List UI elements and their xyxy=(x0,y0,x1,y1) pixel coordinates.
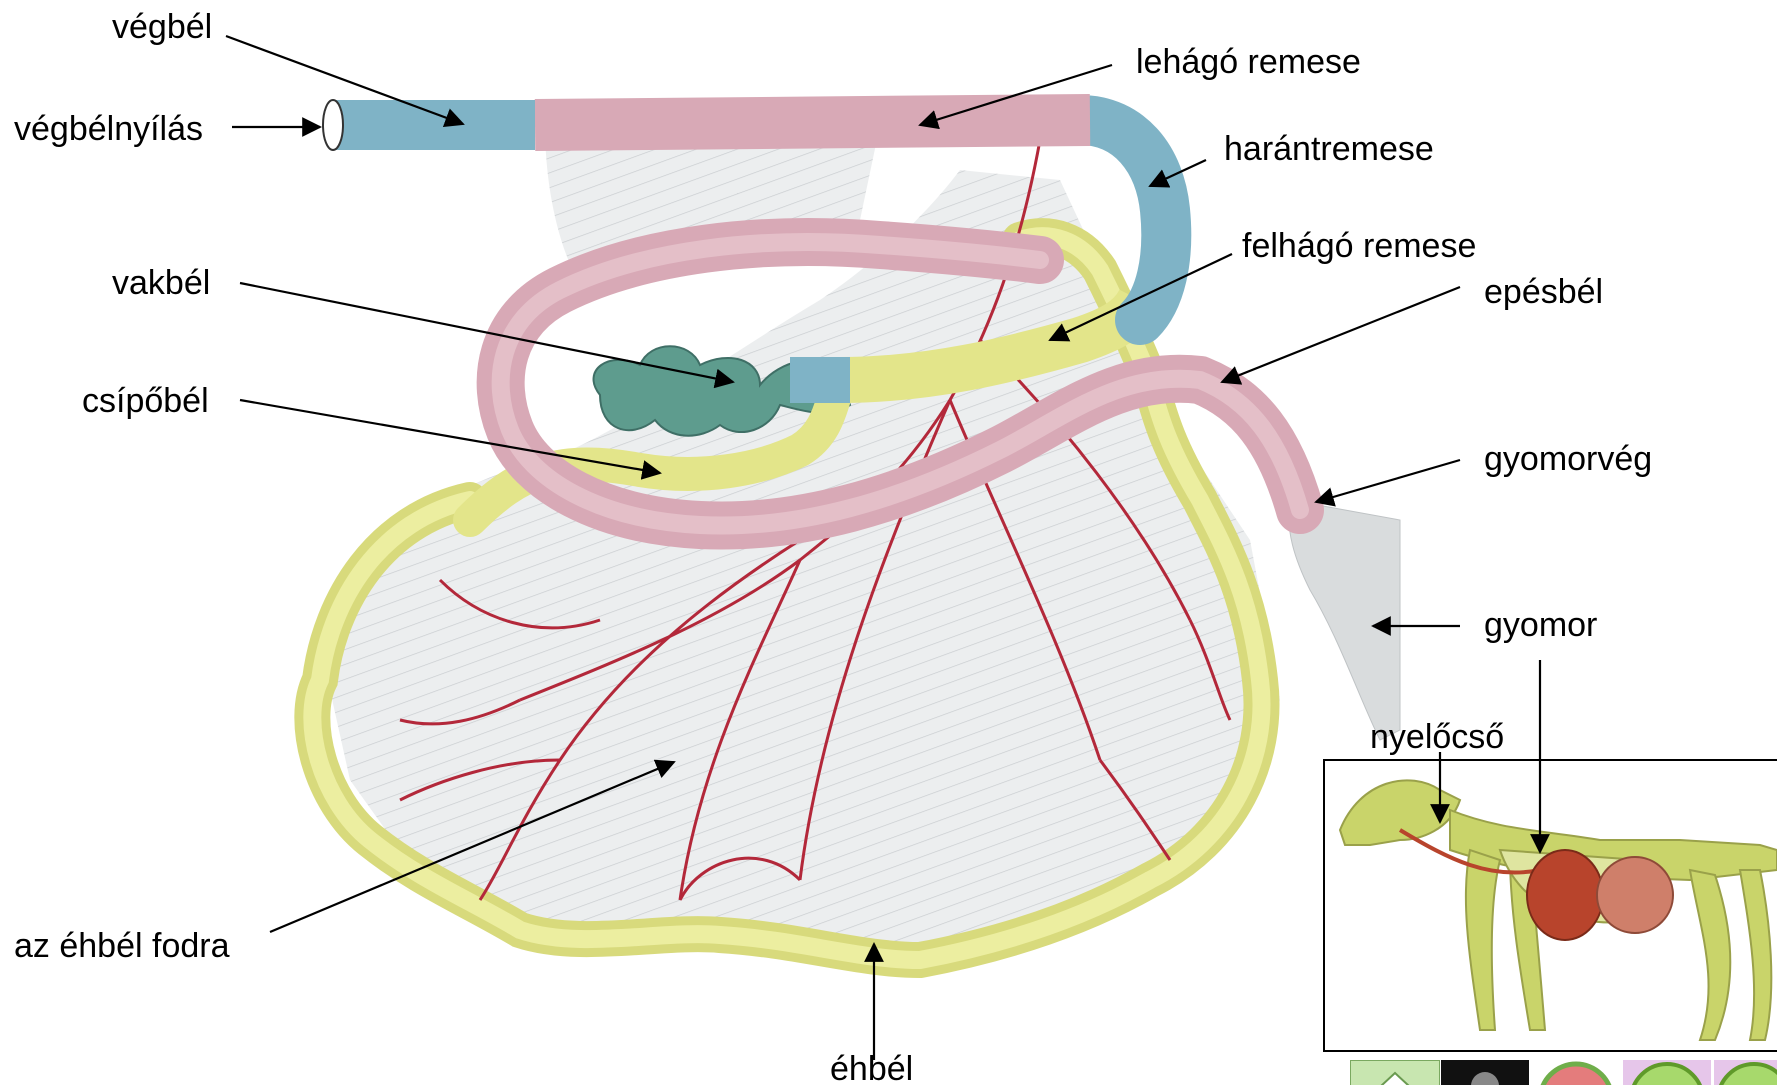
label-vegbelnyilas: végbélnyílás xyxy=(14,110,203,148)
label-vakbel: vakbél xyxy=(112,264,210,302)
stomach-organ xyxy=(1527,850,1603,940)
forward-icon[interactable] xyxy=(1714,1060,1777,1085)
stop-icon[interactable] xyxy=(1532,1060,1620,1085)
home-icon[interactable] xyxy=(1350,1060,1440,1085)
label-ehbel: éhbél xyxy=(830,1050,913,1085)
label-epesbel: epésbél xyxy=(1484,273,1603,311)
sound-icon[interactable] xyxy=(1441,1060,1529,1085)
label-gyomorveg: gyomorvég xyxy=(1484,440,1652,478)
back-icon[interactable] xyxy=(1623,1060,1711,1085)
label-lehago-remese: lehágó remese xyxy=(1136,43,1361,81)
label-gyomor: gyomor xyxy=(1484,606,1597,644)
label-ehbel-fodra: az éhbél fodra xyxy=(14,927,230,965)
label-nyelocso: nyelőcső xyxy=(1370,718,1504,756)
stomach xyxy=(1289,500,1400,740)
descending-colon xyxy=(535,120,1090,125)
anus-opening xyxy=(323,100,343,150)
label-vegbel: végbél xyxy=(112,8,212,46)
intestines-organ xyxy=(1597,857,1673,933)
label-harantremese: harántremese xyxy=(1224,130,1434,168)
label-felhago-remese: felhágó remese xyxy=(1242,227,1476,265)
label-csipobel: csípőbél xyxy=(82,382,209,420)
